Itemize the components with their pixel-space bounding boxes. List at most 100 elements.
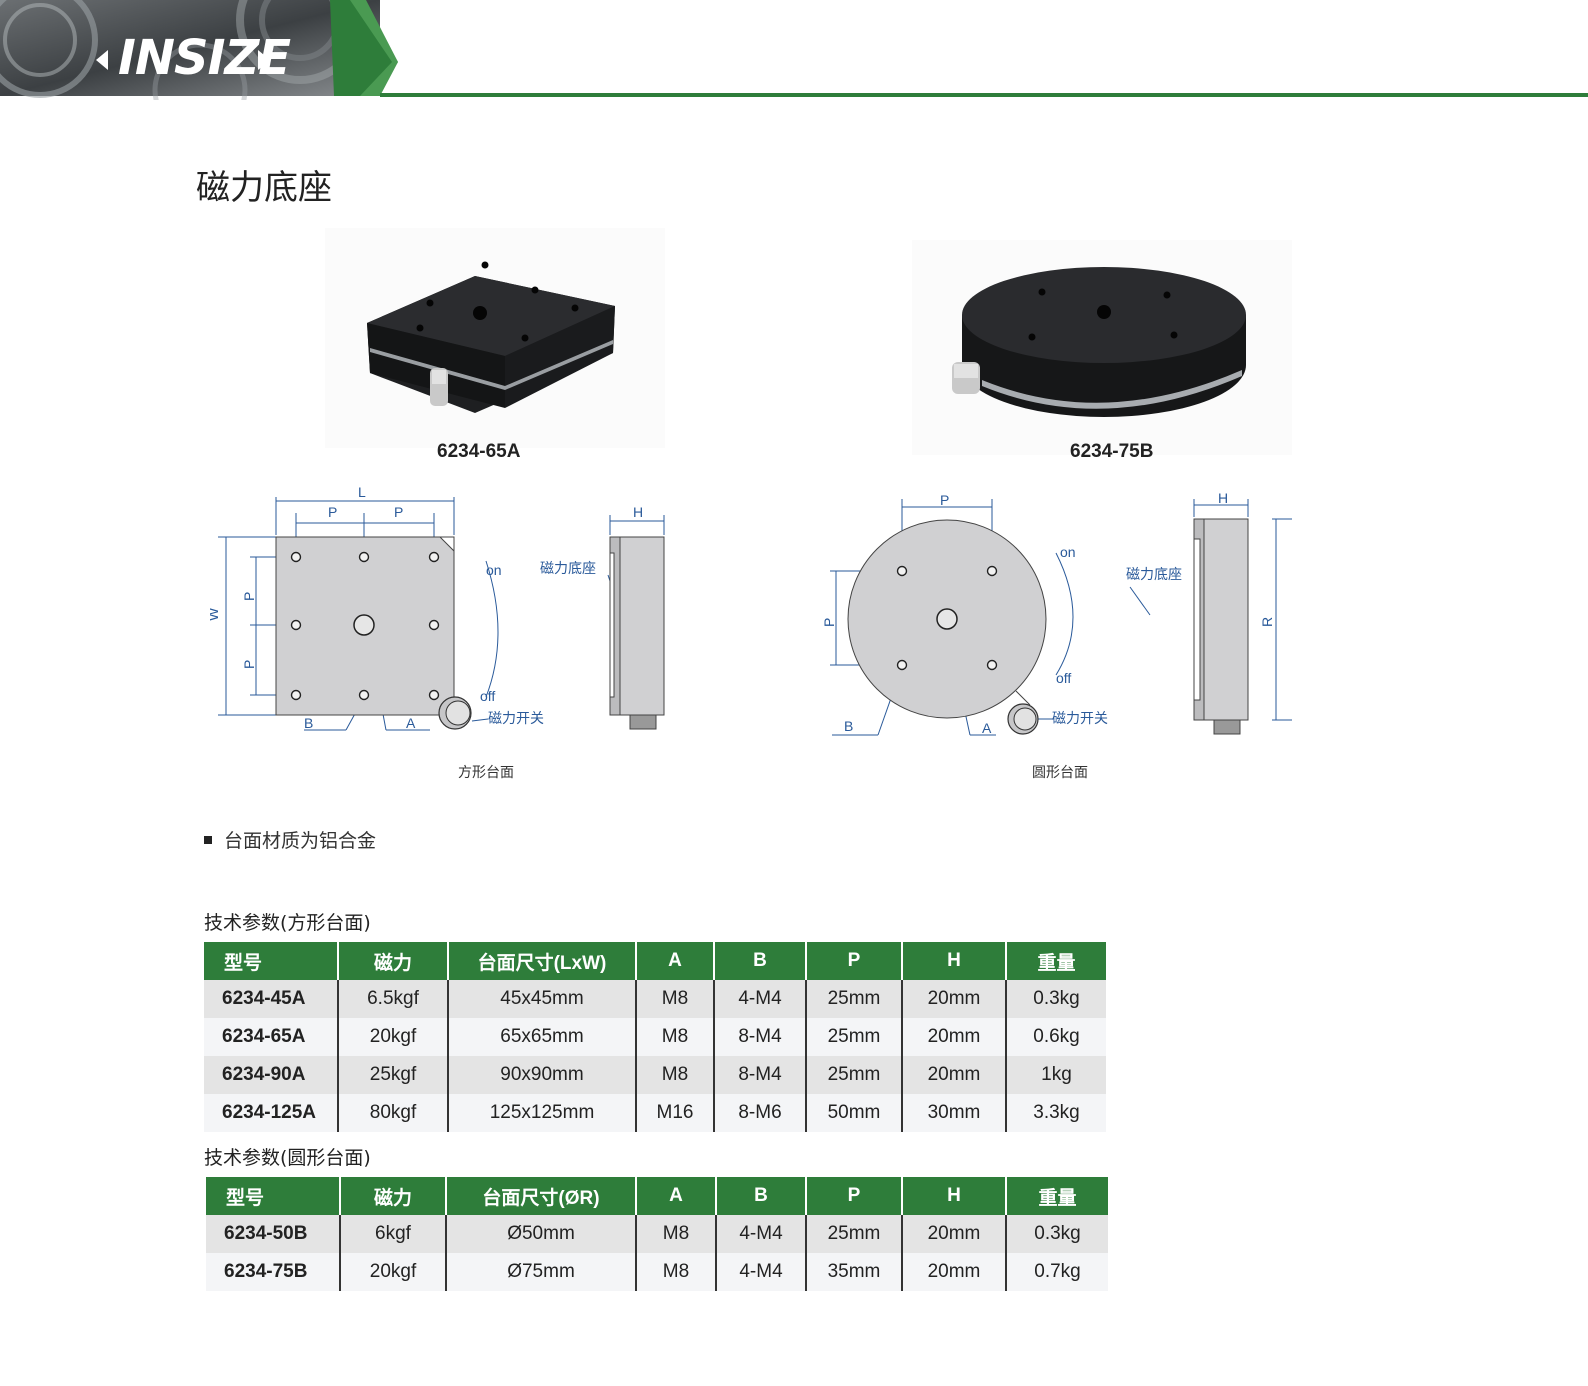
table-cell: 8-M4 [714,1056,807,1094]
dim-label-L: L [358,485,366,500]
dim-label-P: P [241,660,257,669]
table-cell: 0.3kg [1006,980,1106,1018]
column-header: H [902,942,1007,980]
table-cell: 20mm [902,1215,1007,1253]
table-cell: 25mm [806,1215,903,1253]
table-cell: 90x90mm [448,1056,637,1094]
dim-label-A: A [982,720,992,736]
brand-logo: INSIZE [118,30,291,86]
table-cell: 0.7kg [1006,1253,1108,1291]
table-cell: 20kgf [340,1253,447,1291]
table-cell: M8 [636,980,715,1018]
table-cell: 6.5kgf [338,980,449,1018]
table-cell: 125x125mm [448,1094,637,1132]
product-model-label: 6234-65A [437,441,521,462]
column-header: 磁力 [338,942,449,980]
column-header: 重量 [1006,1177,1108,1215]
table-cell: 45x45mm [448,980,637,1018]
dim-label-P: P [241,592,257,601]
diagram-caption: 圆形台面 [1032,765,1088,781]
table-cell: 3.3kg [1006,1094,1106,1132]
dim-label-P: P [394,504,403,520]
dim-label-W: W [210,607,221,621]
table-row: 6234-125A 80kgf 125x125mm M16 8-M6 50mm … [204,1094,1106,1132]
dim-label-R: R [1259,617,1275,627]
table-cell: 25mm [806,1056,903,1094]
dim-label-B: B [304,715,313,731]
table-cell: 20mm [902,980,1007,1018]
material-note-text: 台面材质为铝合金 [224,830,377,852]
column-header: P [806,1177,903,1215]
table-cell: 8-M4 [714,1018,807,1056]
switch-label: 磁力开关 [1052,711,1108,727]
dim-label-H: H [1218,490,1228,506]
table-cell: M8 [636,1215,717,1253]
table-cell: 6234-45A [204,980,339,1018]
table-header-row: 型号 磁力 台面尺寸(ØR) A B P H 重量 [206,1177,1108,1215]
table-header-row: 型号 磁力 台面尺寸(LxW) A B P H 重量 [204,942,1106,980]
table-cell: 35mm [806,1253,903,1291]
base-label: 磁力底座 [1126,567,1182,583]
table-cell: 0.6kg [1006,1018,1106,1056]
product-photo-round [912,240,1292,455]
table-cell: 4-M4 [714,980,807,1018]
product-photo-square [325,228,665,448]
column-header: B [716,1177,807,1215]
dim-label-P: P [328,504,337,520]
table-cell: 25kgf [338,1056,449,1094]
column-header: H [902,1177,1007,1215]
table-cell: 6kgf [340,1215,447,1253]
table-cell: 1kg [1006,1056,1106,1094]
column-header: A [636,1177,717,1215]
round-spec-table: 型号 磁力 台面尺寸(ØR) A B P H 重量 6234-50B 6kgf … [206,1177,1108,1291]
round-base-diagram: P P H R B A on off 磁力底座 磁力开关 [821,490,1292,736]
square-base-diagram: L P P W P P H B A on off 磁力底座 磁力开关 [210,485,665,731]
table-cell: 4-M4 [716,1215,807,1253]
diagram-caption: 方形台面 [458,765,514,781]
table-cell: 50mm [806,1094,903,1132]
switch-on-label: on [1060,544,1076,560]
table-cell: 20mm [902,1253,1007,1291]
table-row: 6234-75B 20kgf Ø75mm M8 4-M4 35mm 20mm 0… [206,1253,1108,1291]
table-cell: 25mm [806,980,903,1018]
table-cell: M8 [636,1018,715,1056]
column-header: 台面尺寸(LxW) [448,942,637,980]
table-cell: Ø50mm [446,1215,637,1253]
column-header: P [806,942,903,980]
table-row: 6234-90A 25kgf 90x90mm M8 8-M4 25mm 20mm… [204,1056,1106,1094]
dim-label-P: P [940,492,949,508]
square-table-title: 技术参数(方形台面) [204,912,371,934]
column-header: 磁力 [340,1177,447,1215]
switch-off-label: off [1056,670,1071,686]
column-header: 型号 [204,942,339,980]
table-row: 6234-65A 20kgf 65x65mm M8 8-M4 25mm 20mm… [204,1018,1106,1056]
switch-off-label: off [480,688,495,704]
dim-label-P: P [821,618,837,627]
switch-on-label: on [486,562,502,578]
column-header: 型号 [206,1177,341,1215]
material-note: 台面材质为铝合金 [204,826,376,853]
table-cell: 6234-125A [204,1094,339,1132]
column-header: A [636,942,715,980]
table-cell: 4-M4 [716,1253,807,1291]
table-cell: 8-M6 [714,1094,807,1132]
table-cell: M8 [636,1253,717,1291]
round-table-title: 技术参数(圆形台面) [204,1147,371,1169]
square-spec-table: 型号 磁力 台面尺寸(LxW) A B P H 重量 6234-45A 6.5k… [204,942,1106,1132]
bullet-icon [204,835,212,844]
table-cell: Ø75mm [446,1253,637,1291]
table-cell: 6234-50B [206,1215,341,1253]
table-cell: 30mm [902,1094,1007,1132]
table-cell: 80kgf [338,1094,449,1132]
page-title: 磁力底座 [196,168,332,208]
table-cell: 0.3kg [1006,1215,1108,1253]
table-row: 6234-50B 6kgf Ø50mm M8 4-M4 25mm 20mm 0.… [206,1215,1108,1253]
dim-label-A: A [406,715,416,731]
table-cell: 25mm [806,1018,903,1056]
table-cell: 6234-65A [204,1018,339,1056]
switch-label: 磁力开关 [488,711,544,727]
product-model-label: 6234-75B [1070,441,1154,462]
column-header: 重量 [1006,942,1106,980]
table-cell: 65x65mm [448,1018,637,1056]
column-header: B [714,942,807,980]
